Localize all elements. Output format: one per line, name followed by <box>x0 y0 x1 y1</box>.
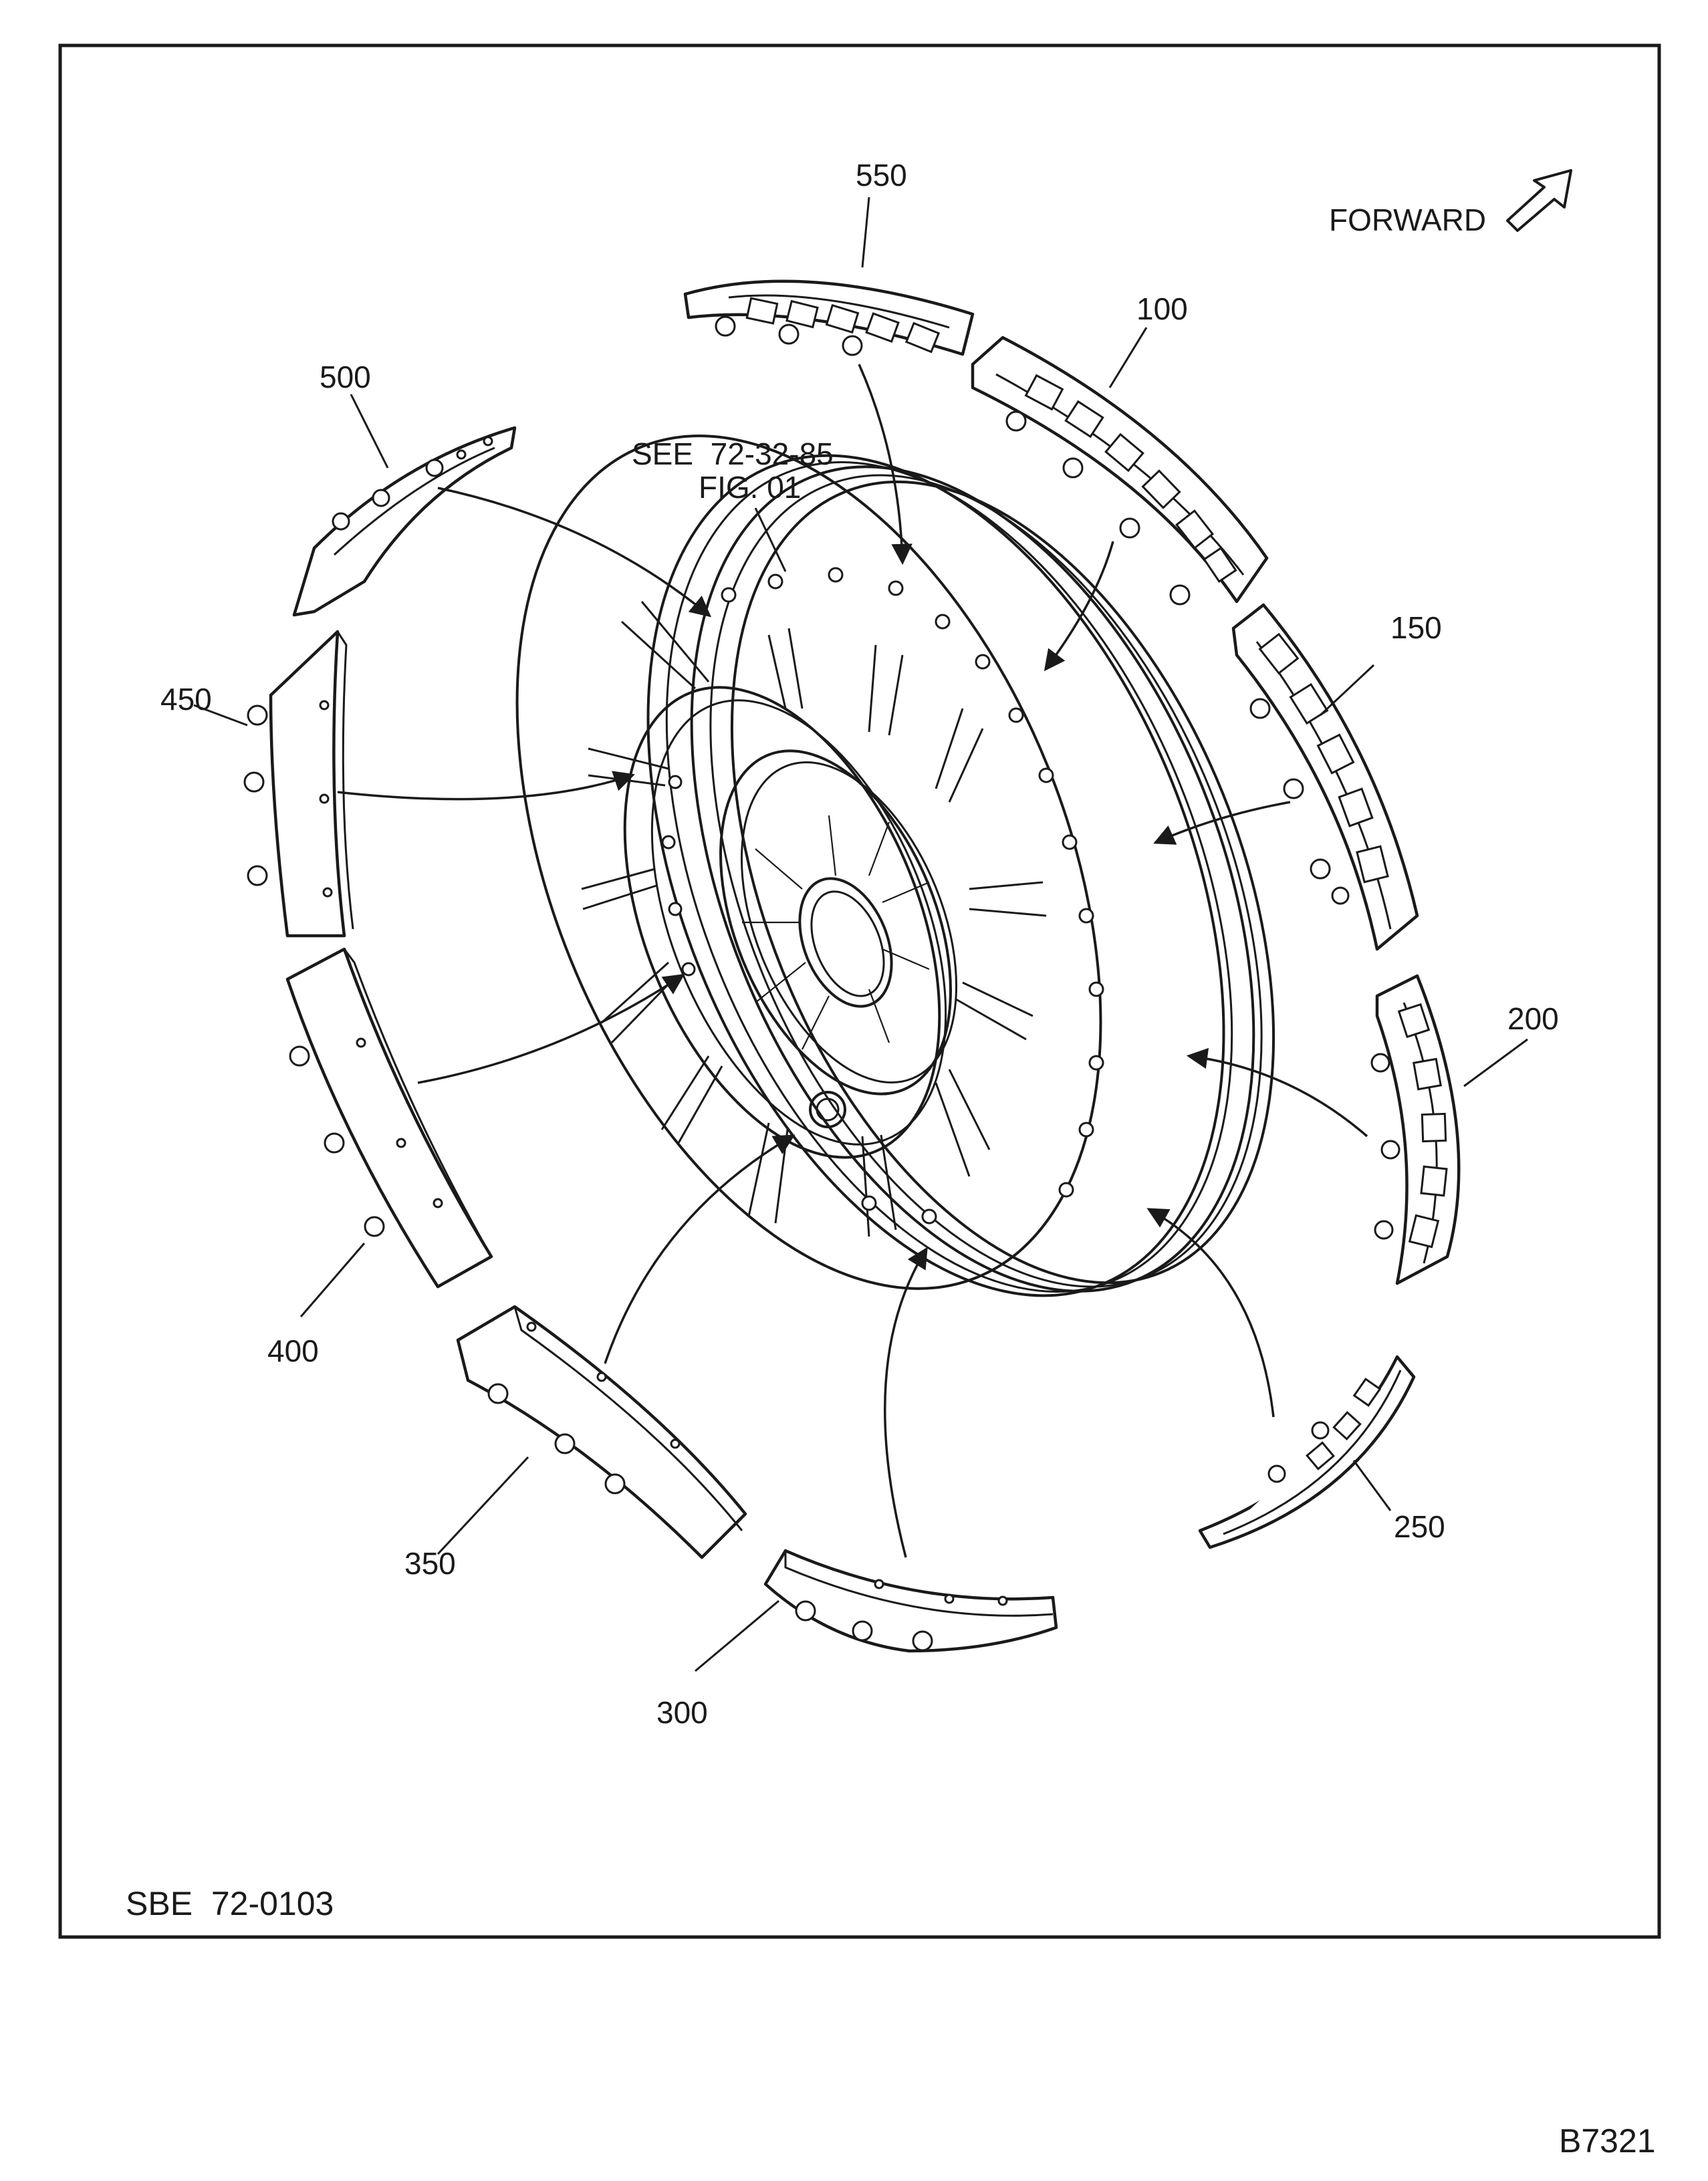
reference-line-2: FIG. 01 <box>699 470 801 505</box>
segment-350 <box>456 1305 747 1559</box>
segment-100 <box>971 336 1269 606</box>
forward-label: FORWARD <box>1329 203 1486 237</box>
callout-300: 300 <box>656 1695 708 1730</box>
callout-550: 550 <box>856 158 907 193</box>
callout-350: 350 <box>404 1546 456 1581</box>
reference-line-1: SEE 72-32-85 <box>632 436 834 471</box>
figure-code: B7321 <box>1559 2122 1656 2160</box>
callout-100: 100 <box>1136 291 1188 326</box>
segment-550 <box>683 279 975 356</box>
figure-frame <box>58 43 1661 1939</box>
forward-arrow-icon <box>1506 169 1572 232</box>
segment-400 <box>285 947 493 1289</box>
segment-300 <box>763 1549 1058 1653</box>
segment-450 <box>243 630 354 938</box>
sbe-number: SBE 72-0103 <box>126 1885 334 1922</box>
leader-lines <box>193 197 1528 1672</box>
callout-200: 200 <box>1507 1001 1559 1036</box>
segment-150 <box>1231 603 1419 951</box>
callout-450: 450 <box>160 682 212 717</box>
callout-250: 250 <box>1394 1509 1445 1544</box>
callout-400: 400 <box>267 1333 319 1368</box>
callout-150: 150 <box>1390 610 1442 645</box>
segment-500 <box>292 426 517 617</box>
segment-250 <box>1198 1355 1416 1549</box>
segment-200 <box>1370 974 1461 1285</box>
callout-500: 500 <box>320 360 371 394</box>
assembly-arrows <box>337 364 1368 1558</box>
engine-case-assembly <box>515 434 1275 1297</box>
